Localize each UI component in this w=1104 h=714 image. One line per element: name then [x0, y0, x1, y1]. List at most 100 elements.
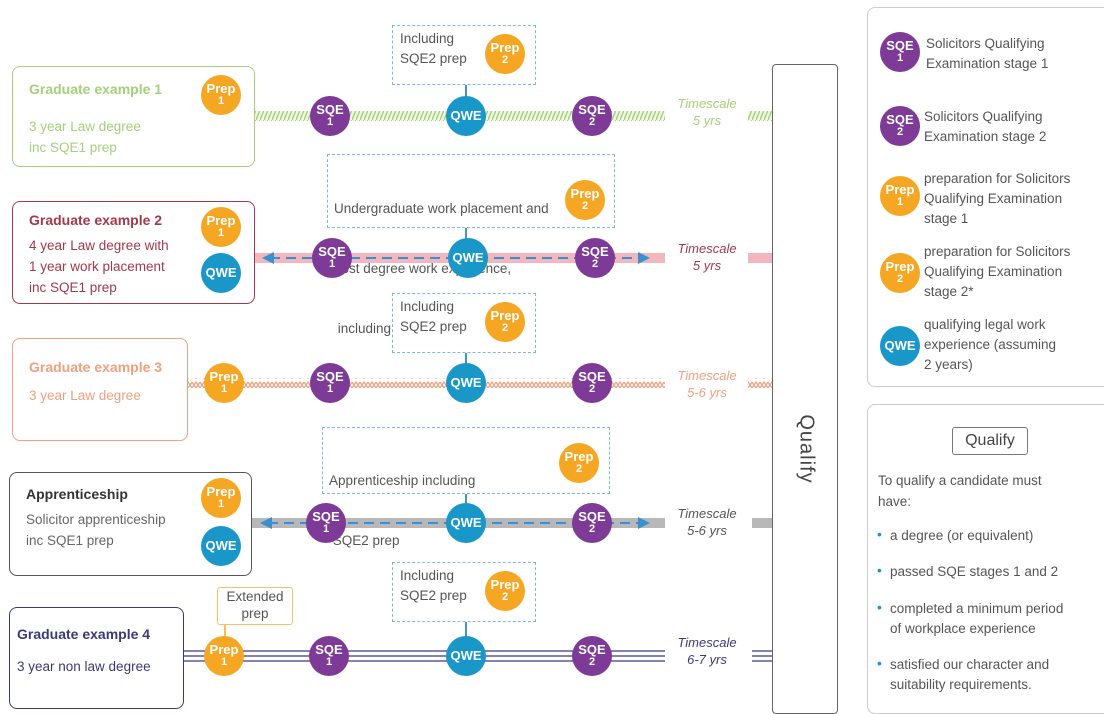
callout-line: SQE2 prep — [400, 51, 467, 66]
bullet-icon: • — [877, 562, 882, 578]
row-text-line: 3 year Law degree — [29, 388, 141, 403]
row-text-line: 3 year Law degree — [29, 119, 141, 134]
legend-line: preparation for Solicitors — [924, 244, 1071, 259]
bullet-line: satisfied our character and — [890, 657, 1050, 672]
legend-line: Examination stage 2 — [924, 129, 1047, 144]
qualify-panel: Qualify To qualify a candidate must have… — [867, 404, 1104, 714]
track-row-2-right — [748, 253, 772, 263]
legend-line: stage 2* — [924, 284, 974, 299]
callout-line: Apprenticeship including — [329, 473, 476, 488]
callout-extended: Extended prep — [217, 587, 293, 625]
qwe-badge: QWE — [201, 526, 241, 566]
row-text-line: inc SQE1 prep — [29, 140, 117, 155]
qualify-intro-line: To qualify a candidate must — [878, 473, 1042, 488]
callout-line: Including — [400, 568, 455, 583]
qwe-badge: QWE — [446, 96, 486, 136]
legend-line: stage 1 — [924, 211, 969, 226]
row-title: Graduate example 1 — [29, 81, 163, 97]
row-text-line: inc SQE1 prep — [26, 533, 114, 548]
row-card-5: Graduate example 4 3 year non law degree — [9, 607, 184, 709]
legend-line: Qualifying Examination — [924, 191, 1063, 206]
callout-line: SQE2 prep — [400, 588, 467, 603]
qwe-badge: QWE — [446, 636, 486, 676]
callout-line: Including — [400, 31, 455, 46]
legend-line: experience (assuming — [924, 337, 1057, 352]
legend-line: Qualifying Examination — [924, 264, 1063, 279]
legend-line: Solicitors Qualifying — [926, 36, 1045, 51]
qualify-bullet: • passed SQE stages 1 and 2 — [868, 562, 1104, 584]
bullet-line: completed a minimum period — [890, 601, 1064, 616]
row-card-1: Graduate example 1 3 year Law degree inc… — [12, 66, 255, 167]
legend-line: qualifying legal work — [924, 317, 1046, 332]
callout-line: SQE2 prep — [329, 533, 400, 548]
row-card-3: Graduate example 3 3 year Law degree — [12, 338, 188, 441]
row-title: Apprenticeship — [26, 486, 128, 502]
qwe-badge: QWE — [201, 253, 241, 293]
bullet-line: suitability requirements. — [890, 677, 1032, 692]
track-row-1-right — [748, 111, 772, 121]
qualify-bullet: • completed a minimum period of workplac… — [868, 599, 1104, 641]
callout-line: Extended — [226, 589, 284, 604]
bullet-line: passed SQE stages 1 and 2 — [890, 564, 1059, 579]
callout-line: post degree work experience, — [334, 261, 512, 276]
row-text-line: Solicitor apprenticeship — [26, 512, 166, 527]
track-row-4-right — [752, 518, 772, 528]
qwe-badge: QWE — [880, 326, 920, 366]
legend-line: Examination stage 1 — [926, 56, 1049, 71]
qualify-bullet: • satisfied our character and suitabilit… — [868, 655, 1104, 697]
qwe-badge: QWE — [446, 363, 486, 403]
callout-line: Including — [400, 299, 455, 314]
row-title: Graduate example 2 — [29, 212, 163, 228]
qualify-heading: Qualify — [952, 427, 1028, 455]
qualify-bar: Qualify — [772, 64, 838, 714]
bullet-icon: • — [877, 526, 882, 542]
qualify-bullet: • a degree (or equivalent) — [868, 526, 1104, 548]
legend-line: Solicitors Qualifying — [924, 109, 1043, 124]
qwe-badge: QWE — [448, 238, 488, 278]
track-row-3-right — [748, 378, 772, 388]
qualify-intro-line: have: — [878, 494, 912, 509]
callout-line: prep — [241, 606, 269, 621]
row-text-line: inc SQE1 prep — [29, 280, 117, 295]
row-title: Graduate example 3 — [29, 359, 163, 375]
track-row-3 — [188, 378, 665, 388]
legend-line: 2 years) — [924, 357, 973, 372]
row-text-line: 4 year Law degree with — [29, 238, 169, 253]
row-title: Graduate example 4 — [17, 626, 151, 642]
callout-line: Undergraduate work placement and — [334, 201, 549, 216]
bullet-icon: • — [877, 655, 882, 671]
qualify-bar-label: Qualify — [795, 414, 818, 484]
callout-line: SQE2 prep — [400, 319, 467, 334]
row-text-line: 1 year work placement — [29, 259, 165, 274]
bullet-line: a degree (or equivalent) — [890, 528, 1034, 543]
row-text-line: 3 year non law degree — [17, 659, 151, 674]
qwe-badge: QWE — [446, 503, 486, 543]
